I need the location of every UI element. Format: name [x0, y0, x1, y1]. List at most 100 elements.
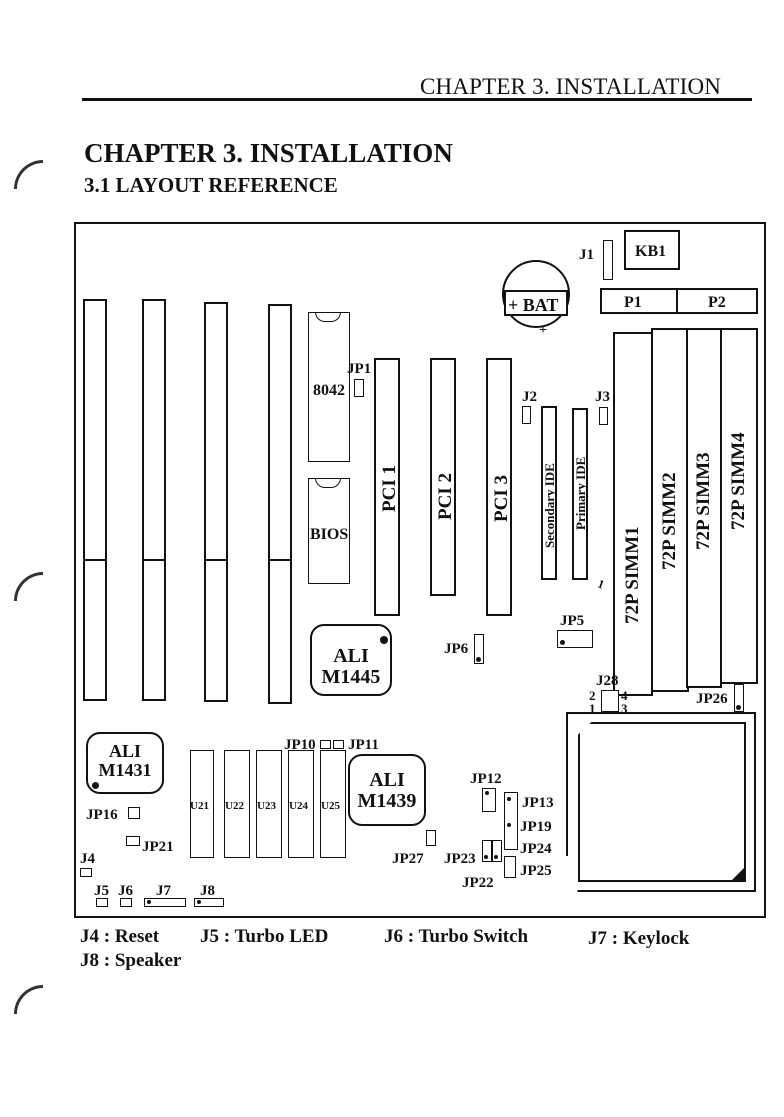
u23-label: U23 [257, 800, 276, 812]
punch-mark-middle [14, 572, 43, 601]
jp21-label: JP21 [142, 839, 174, 855]
section-title: 3.1 LAYOUT REFERENCE [84, 173, 338, 197]
chip-u25: U25 [320, 750, 346, 858]
jp11-label: JP11 [348, 737, 379, 753]
power-connector-p2: P2 [676, 288, 758, 314]
j1-label: J1 [579, 247, 594, 263]
jp27-label: JP27 [392, 851, 424, 867]
j28-pin1: 1 [589, 701, 596, 716]
legend-j6: J6 : Turbo Switch [384, 926, 529, 947]
chip-8042-label: 8042 [313, 382, 345, 399]
j28-connector [601, 690, 619, 712]
battery-plus-mark: + [539, 323, 547, 338]
punch-mark-bottom [14, 985, 43, 1014]
j5-connector [96, 898, 108, 907]
jp25-label: JP25 [520, 863, 552, 879]
chip-u21: U21 [190, 750, 214, 858]
keyboard-connector-kb1: KB1 [624, 230, 680, 270]
jp12-jumper [482, 788, 496, 812]
ali-m1431-line2: M1431 [98, 759, 152, 780]
chipset-ali-m1431: ALI M1431 [86, 732, 164, 794]
p1-label: P1 [624, 294, 642, 311]
jp25-jumper [504, 856, 516, 878]
cpu-socket-inner [578, 722, 746, 882]
simm-socket-4: 72P SIMM4 [720, 328, 758, 684]
j7-label: J7 [156, 883, 171, 899]
jp22-label: JP22 [462, 875, 494, 891]
running-header-title: CHAPTER 3. INSTALLATION [420, 74, 722, 99]
isa-slot-4 [268, 304, 292, 704]
jp13-label: JP13 [522, 795, 554, 811]
ali-m1439-line1: ALI [369, 769, 405, 791]
jp10-jumper [320, 740, 331, 749]
legend-j4: J4 : Reset [80, 926, 160, 947]
jp12-label: JP12 [470, 771, 502, 787]
j5-label: J5 [94, 883, 109, 899]
battery-label-box: + BAT [504, 290, 568, 316]
simm1-label: 72P SIMM1 [622, 526, 643, 624]
jp23-jumper [482, 840, 492, 862]
ali-m1431-line1: ALI [108, 741, 141, 761]
keyboard-controller-8042: 8042 [308, 312, 350, 462]
chip-u23: U23 [256, 750, 282, 858]
u22-label: U22 [225, 800, 244, 812]
jp27-jumper [426, 830, 436, 846]
kb1-label: KB1 [635, 243, 667, 260]
isa-slot-2 [142, 299, 166, 701]
chip-u22: U22 [224, 750, 250, 858]
j6-label: J6 [118, 883, 133, 899]
jp5-label: JP5 [560, 613, 585, 629]
power-connector-p1: P1 [600, 288, 678, 314]
j4-connector [80, 868, 92, 877]
jp6-jumper [474, 634, 484, 664]
j28-pin2: 2 [589, 688, 596, 703]
jp19-label: JP19 [520, 819, 552, 835]
j7-connector [144, 898, 186, 907]
punch-mark-top [14, 160, 43, 189]
j8-label: J8 [200, 883, 215, 899]
primary-ide-label: Primary IDE [573, 456, 588, 530]
bios-chip: BIOS [308, 478, 350, 584]
isa-slot-1 [83, 299, 107, 701]
legend-j8: J8 : Speaker [80, 950, 182, 971]
simm-socket-2: 72P SIMM2 [651, 328, 689, 692]
chapter-title: CHAPTER 3. INSTALLATION [84, 138, 453, 168]
pci-slot-2: PCI 2 [430, 358, 456, 596]
j3-connector [599, 407, 608, 425]
cpu-pin1-mark [730, 868, 744, 882]
j3-label: J3 [595, 389, 610, 405]
jp21-jumper [126, 836, 140, 846]
header-rule [82, 98, 752, 101]
primary-ide-connector: Primary IDE [572, 408, 588, 580]
secondary-ide-connector: Secondary IDE [541, 406, 557, 580]
simm3-label: 72P SIMM3 [693, 452, 714, 550]
jp16-jumper [128, 807, 140, 819]
simm-socket-3: 72P SIMM3 [686, 328, 722, 688]
ali-m1445-line1: ALI [333, 645, 369, 667]
simm4-label: 72P SIMM4 [728, 432, 749, 530]
jp11-jumper [333, 740, 344, 749]
cpu-socket [566, 712, 756, 892]
jp26-label: JP26 [696, 691, 728, 707]
j2-label: J2 [522, 389, 537, 405]
jp24-label: JP24 [520, 841, 552, 857]
jp22-jumper [492, 840, 502, 862]
chip-u24: U24 [288, 750, 314, 858]
pci1-label: PCI 1 [379, 465, 400, 512]
u24-label: U24 [289, 800, 308, 812]
simm2-label: 72P SIMM2 [659, 472, 680, 570]
jp13-jp19-jumper-block [504, 792, 518, 850]
jp16-label: JP16 [86, 807, 118, 823]
p2-label: P2 [708, 294, 726, 311]
u21-label: U21 [190, 800, 209, 812]
j28-pin3: 3 [621, 701, 628, 716]
motherboard-layout: 8042 JP1 BIOS PCI 1 PCI 2 PCI 3 + BAT + … [74, 222, 766, 918]
isa-slot-3 [204, 302, 228, 702]
u25-label: U25 [321, 800, 340, 812]
j4-label: J4 [80, 851, 95, 867]
pci-slot-3: PCI 3 [486, 358, 512, 616]
j8-connector [194, 898, 224, 907]
jp23-label: JP23 [444, 851, 476, 867]
legend-j7: J7 : Keylock [588, 928, 690, 949]
ide-pin1-mark: 1 [595, 576, 607, 592]
